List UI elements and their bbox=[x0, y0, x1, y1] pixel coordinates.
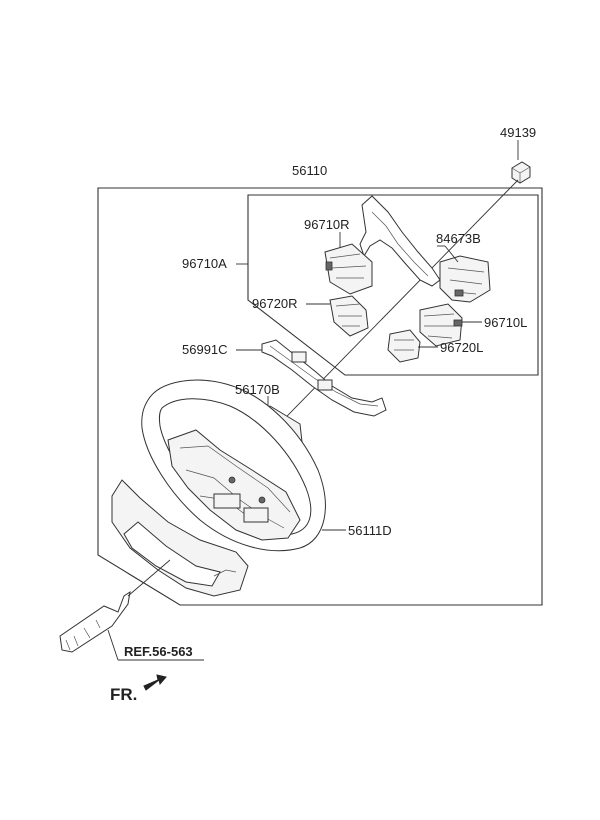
wiring-harness-56991C bbox=[261, 339, 387, 417]
label-56111D: 56111D bbox=[348, 523, 392, 538]
switch-96720R bbox=[329, 295, 369, 337]
front-direction-arrow bbox=[143, 674, 167, 691]
label-96710R: 96710R bbox=[304, 217, 350, 232]
steering-column bbox=[59, 559, 171, 653]
leader-ref bbox=[107, 629, 119, 661]
label-56991C: 56991C bbox=[182, 342, 228, 357]
label-96720L: 96720L bbox=[440, 340, 483, 355]
switch-subassembly-frame-96710A bbox=[247, 194, 539, 376]
label-49139: 49139 bbox=[500, 125, 536, 140]
switch-96710L bbox=[419, 303, 463, 347]
label-96710L: 96710L bbox=[484, 315, 527, 330]
steering-wheel-56111D bbox=[111, 379, 326, 597]
switch-cover-84673B bbox=[359, 195, 491, 303]
label-56170B: 56170B bbox=[235, 382, 280, 397]
assembly-frame-56110 bbox=[97, 187, 543, 606]
direction-label: FR. bbox=[110, 685, 137, 704]
label-96720R: 96720R bbox=[252, 296, 298, 311]
nut-49139 bbox=[511, 161, 531, 184]
switch-96710R bbox=[324, 243, 373, 295]
label-96710A: 96710A bbox=[182, 256, 227, 271]
label-84673B: 84673B bbox=[436, 231, 481, 246]
reference-label: REF.56-563 bbox=[124, 644, 193, 659]
label-56110: 56110 bbox=[292, 163, 327, 178]
switch-96720L bbox=[387, 329, 421, 363]
